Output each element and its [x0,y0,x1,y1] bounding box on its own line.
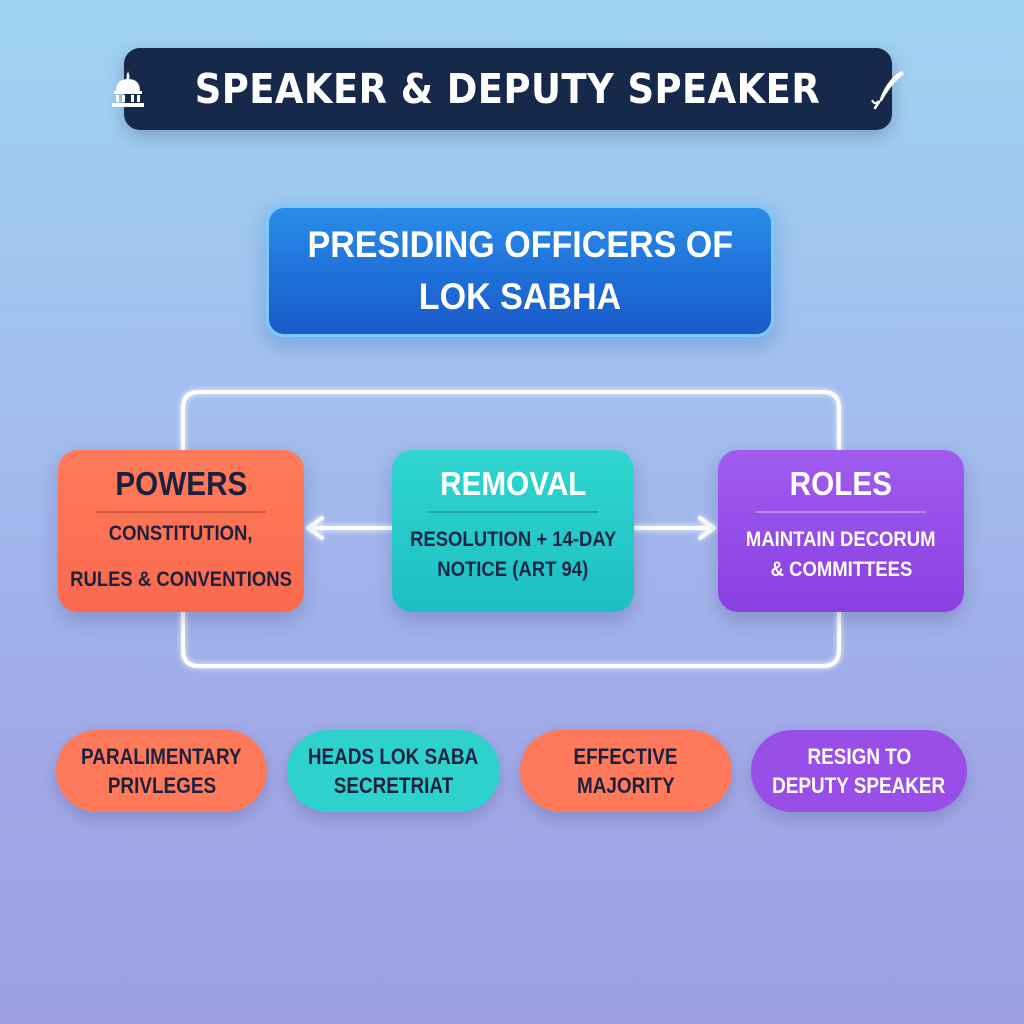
removal-card-divider [428,511,598,513]
pill-3-line-2: MAJORITY [577,773,675,798]
title-banner: SPEAKER & DEPUTY SPEAKER [111,48,905,130]
pill-2-line-2: SECRETRIAT [333,773,454,798]
pill-parliamentary-privileges: PARALIMENTARY PRIVLEGES [56,730,267,812]
removal-card-title: REMOVAL [439,465,587,502]
left-arrow [306,516,394,540]
powers-card-title: POWERS [114,465,248,502]
parliament-dome-icon [110,67,146,111]
roles-card: ROLES MAINTAIN DECORUM & COMMITTEES [718,450,964,612]
bottom-connector-loop [181,610,841,668]
removal-card: REMOVAL RESOLUTION + 14-DAY NOTICE (ART … [392,450,634,612]
roles-card-divider [756,511,926,513]
roles-card-line-1: MAINTAIN DECORUM [746,528,936,551]
pill-1-line-1: PARALIMENTARY [81,744,242,769]
quill-pen-icon [868,67,906,111]
top-connector-loop [181,390,841,452]
pill-heads-secretariat: HEADS LOK SABA SECRETRIAT [287,730,500,812]
pill-2-line-1: HEADS LOK SABA [308,744,479,769]
pill-3-line-1: EFFECTIVE [573,744,679,769]
roles-card-line-2: & COMMITTEES [770,558,912,581]
pill-effective-majority: EFFECTIVE MAJORITY [520,730,732,812]
powers-card: POWERS CONSTITUTION, RULES & CONVENTIONS [58,450,304,612]
roles-card-title: ROLES [789,465,893,502]
powers-card-line-1: CONSTITUTION, [109,522,253,545]
pill-4-line-1: RESIGN TO [807,744,911,769]
central-node: PRESIDING OFFICERS OF LOK SABHA [266,205,774,337]
pill-1-line-2: PRIVLEGES [107,773,216,798]
powers-card-divider [96,511,266,513]
central-node-line-1: PRESIDING OFFICERS OF [307,224,733,265]
pill-4-line-2: DEPUTY SPEAKER [772,773,946,798]
central-node-line-2: LOK SABHA [418,276,622,317]
page-title: SPEAKER & DEPUTY SPEAKER [194,65,820,113]
right-arrow [632,516,716,540]
removal-card-line-1: RESOLUTION + 14-DAY [409,528,617,551]
powers-card-line-2: RULES & CONVENTIONS [70,568,292,591]
removal-card-line-2: NOTICE (ART 94) [437,558,589,581]
pill-resign-to-deputy: RESIGN TO DEPUTY SPEAKER [751,730,967,812]
